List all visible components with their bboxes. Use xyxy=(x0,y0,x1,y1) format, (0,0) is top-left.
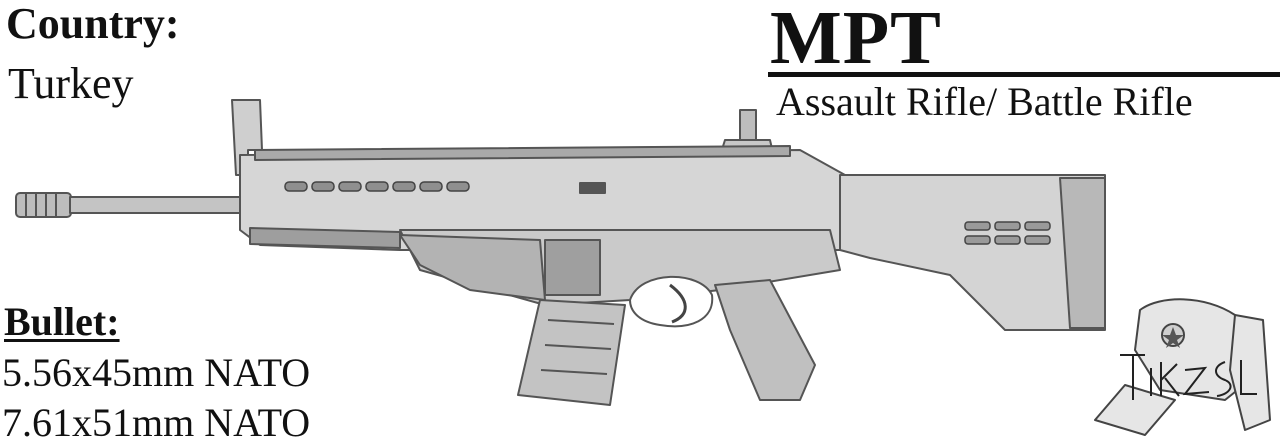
ushanka-hat-with-star-icon xyxy=(1094,298,1271,436)
caliber-1: 5.56x45mm NATO xyxy=(2,350,311,395)
magazine xyxy=(517,299,626,406)
magwell xyxy=(544,239,601,296)
weapon-name: MPT xyxy=(770,0,942,80)
top-rail xyxy=(254,145,791,161)
barrel xyxy=(69,196,241,214)
weapon-type: Assault Rifle/ Battle Rifle xyxy=(776,79,1193,124)
bullet-label: Bullet: xyxy=(4,299,120,344)
pistol-grip xyxy=(714,279,816,401)
caliber-2: 7.61x51mm NATO xyxy=(2,400,311,445)
buttpad xyxy=(1059,177,1106,329)
lower-rail xyxy=(249,227,401,249)
title-underline xyxy=(768,72,1280,77)
foregrip xyxy=(399,234,546,301)
country-value: Turkey xyxy=(8,59,134,108)
country-label: Country: xyxy=(6,0,180,48)
muzzle-brake xyxy=(15,192,72,218)
trigger-guard xyxy=(629,275,714,328)
